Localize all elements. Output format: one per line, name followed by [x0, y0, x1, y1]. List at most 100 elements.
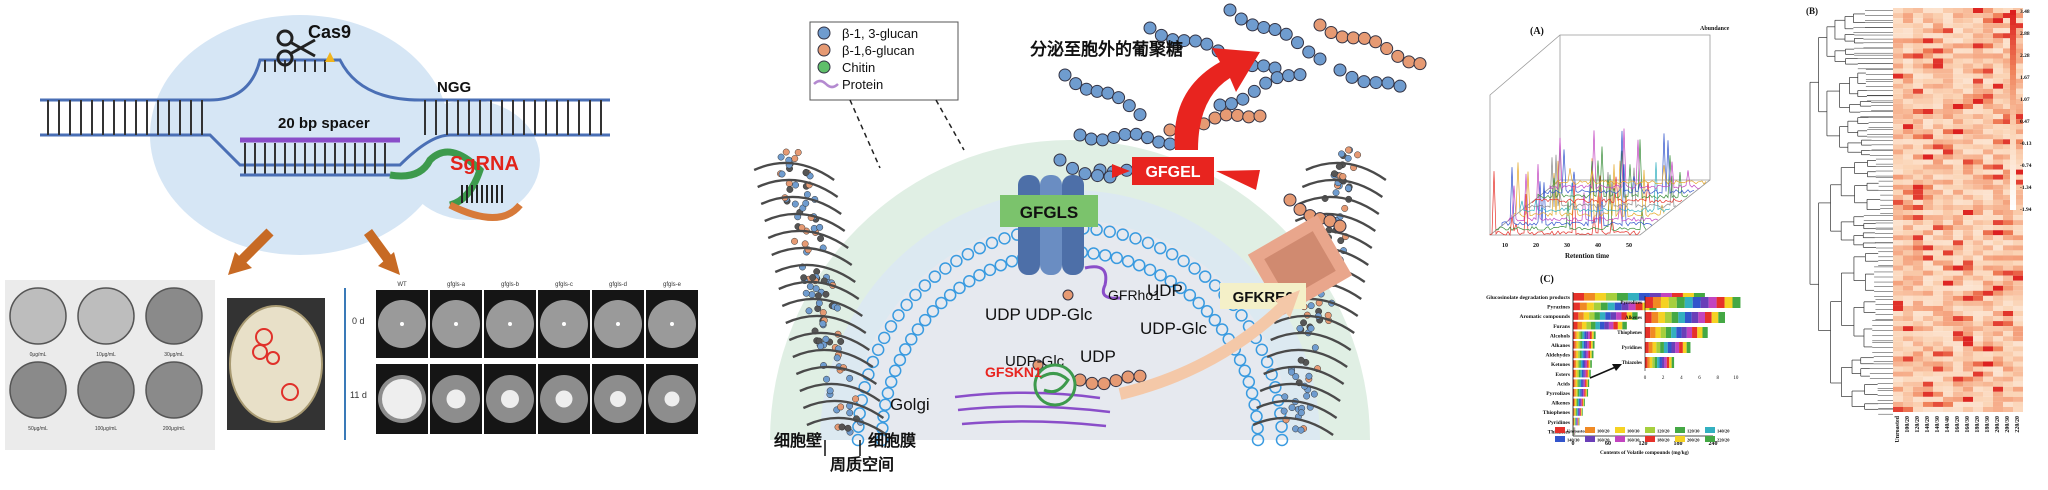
- heatmap-cell: [1953, 114, 1963, 119]
- heatmap-cell: [2003, 225, 2013, 230]
- heatmap-cell: [1963, 240, 1973, 245]
- heatmap-cell: [1923, 336, 1933, 341]
- heatmap-cell: [1913, 43, 1923, 48]
- inoculum-dot: [454, 322, 458, 326]
- color-scale-step: [2010, 75, 2016, 80]
- heatmap-cell: [1993, 331, 2003, 336]
- heatmap-cell: [1943, 53, 1953, 58]
- heatmap-cell: [1933, 185, 1943, 190]
- heatmap-cell: [1913, 281, 1923, 286]
- heatmap-cell: [1943, 13, 1953, 18]
- bar-segment: [1582, 389, 1583, 397]
- heatmap-cell: [1943, 397, 1953, 402]
- heatmap-cell: [1973, 215, 1983, 220]
- heatmap-cell: [1923, 250, 1933, 255]
- bar-segment: [1577, 322, 1581, 330]
- wall-polymer-bead: [791, 238, 797, 244]
- bar-segment: [1577, 399, 1578, 407]
- color-scale-step: [2010, 205, 2016, 210]
- heatmap-cell: [1983, 104, 1993, 109]
- color-scale-step: [2010, 40, 2016, 45]
- inset-bar-segment: [1649, 342, 1653, 353]
- retention-time-label: Retention time: [1565, 252, 1609, 260]
- bar-segment: [1579, 408, 1580, 416]
- inset-bar-segment: [1682, 327, 1687, 338]
- heatmap-cell: [1963, 281, 1973, 286]
- heatmap-cell: [1963, 139, 1973, 144]
- heatmap-cell: [1953, 392, 1963, 397]
- heatmap-cell: [1943, 180, 1953, 185]
- heatmap-cell: [1903, 53, 1913, 58]
- heatmap-cell: [1913, 311, 1923, 316]
- heatmap-cell: [1923, 185, 1933, 190]
- glucan-bead: [1123, 100, 1135, 112]
- heatmap-cell: [1953, 124, 1963, 129]
- heatmap-cell: [1993, 351, 2003, 356]
- legend-entry: 200/20: [1687, 438, 1700, 443]
- heatmap-cell: [2013, 316, 2023, 321]
- heatmap-cell: [1953, 326, 1963, 331]
- bar-segment: [1578, 341, 1580, 349]
- gfgls-label: GFGLS: [1020, 203, 1079, 222]
- wall-polymer-bead: [827, 388, 833, 394]
- heatmap-cell: [1893, 139, 1903, 144]
- heatmap-cell: [1893, 387, 1903, 392]
- heatmap-cell: [1993, 276, 2003, 281]
- bar-segment: [1579, 331, 1581, 339]
- heatmap-cell: [1913, 38, 1923, 43]
- inset-bar-segment: [1669, 357, 1671, 368]
- glucan-bead: [1225, 98, 1237, 110]
- inset-bar-segment: [1712, 312, 1719, 323]
- color-scale-step: [2010, 25, 2016, 30]
- inset-bar-segment: [1698, 312, 1705, 323]
- inset-bar-segment: [1678, 312, 1685, 323]
- heatmap-cells: [1893, 8, 2023, 412]
- wall-polymer-bead: [1342, 205, 1348, 211]
- heatmap-cell: [1893, 18, 1903, 23]
- wall-polymer-bead: [823, 291, 829, 297]
- glucan-bead: [1254, 110, 1266, 122]
- heatmap-cell: [2003, 210, 2013, 215]
- heatmap-cell: [1913, 119, 1923, 124]
- inset-bar-segment: [1733, 297, 1741, 308]
- heatmap-cell: [1963, 250, 1973, 255]
- wall-polymer-bead: [809, 291, 815, 297]
- color-scale-step: [2010, 185, 2016, 190]
- heatmap-cell: [1903, 362, 1913, 367]
- heatmap-cell: [1893, 230, 1903, 235]
- heatmap-column-label: 200/30: [2005, 416, 2011, 433]
- heatmap-cell: [1953, 170, 1963, 175]
- bar-x-label: Contents of Volatile compounds (mg/kg): [1600, 449, 1689, 456]
- heatmap-cell: [1993, 402, 2003, 407]
- legend-entry: 180/20: [1657, 438, 1670, 443]
- heatmap-cell: [1903, 114, 1913, 119]
- bar-segment: [1605, 312, 1610, 320]
- heatmap-cell: [1903, 271, 1913, 276]
- heatmap-cell: [1993, 190, 2003, 195]
- wall-polymer-bead: [1300, 320, 1306, 326]
- heatmap-cell: [1953, 362, 1963, 367]
- heatmap-cell: [1953, 372, 1963, 377]
- bar-segment: [1589, 370, 1590, 378]
- bar-segment: [1584, 379, 1585, 387]
- heatmap-cell: [1913, 407, 1923, 412]
- heatmap-cell: [1963, 43, 1973, 48]
- heatmap-cell: [1903, 160, 1913, 165]
- bar-segment: [1622, 322, 1626, 330]
- bar-segment: [1578, 379, 1579, 387]
- heatmap-cell: [1903, 276, 1913, 281]
- heatmap-cell: [1993, 240, 2003, 245]
- heatmap-cell: [1893, 220, 1903, 225]
- heatmap-cell: [1903, 48, 1913, 53]
- heatmap-cell: [1953, 255, 1963, 260]
- heatmap-cell: [2013, 377, 2023, 382]
- heatmap-cell: [1903, 331, 1913, 336]
- heatmap-cell: [1923, 291, 1933, 296]
- heatmap-cell: [1923, 190, 1933, 195]
- glucan-bead: [1113, 92, 1125, 104]
- heatmap-cell: [1923, 311, 1933, 316]
- heatmap-cell: [1933, 23, 1943, 28]
- bar-segment: [1581, 399, 1582, 407]
- heatmap-cell: [1953, 245, 1963, 250]
- retention-tick: 10: [1502, 243, 1508, 249]
